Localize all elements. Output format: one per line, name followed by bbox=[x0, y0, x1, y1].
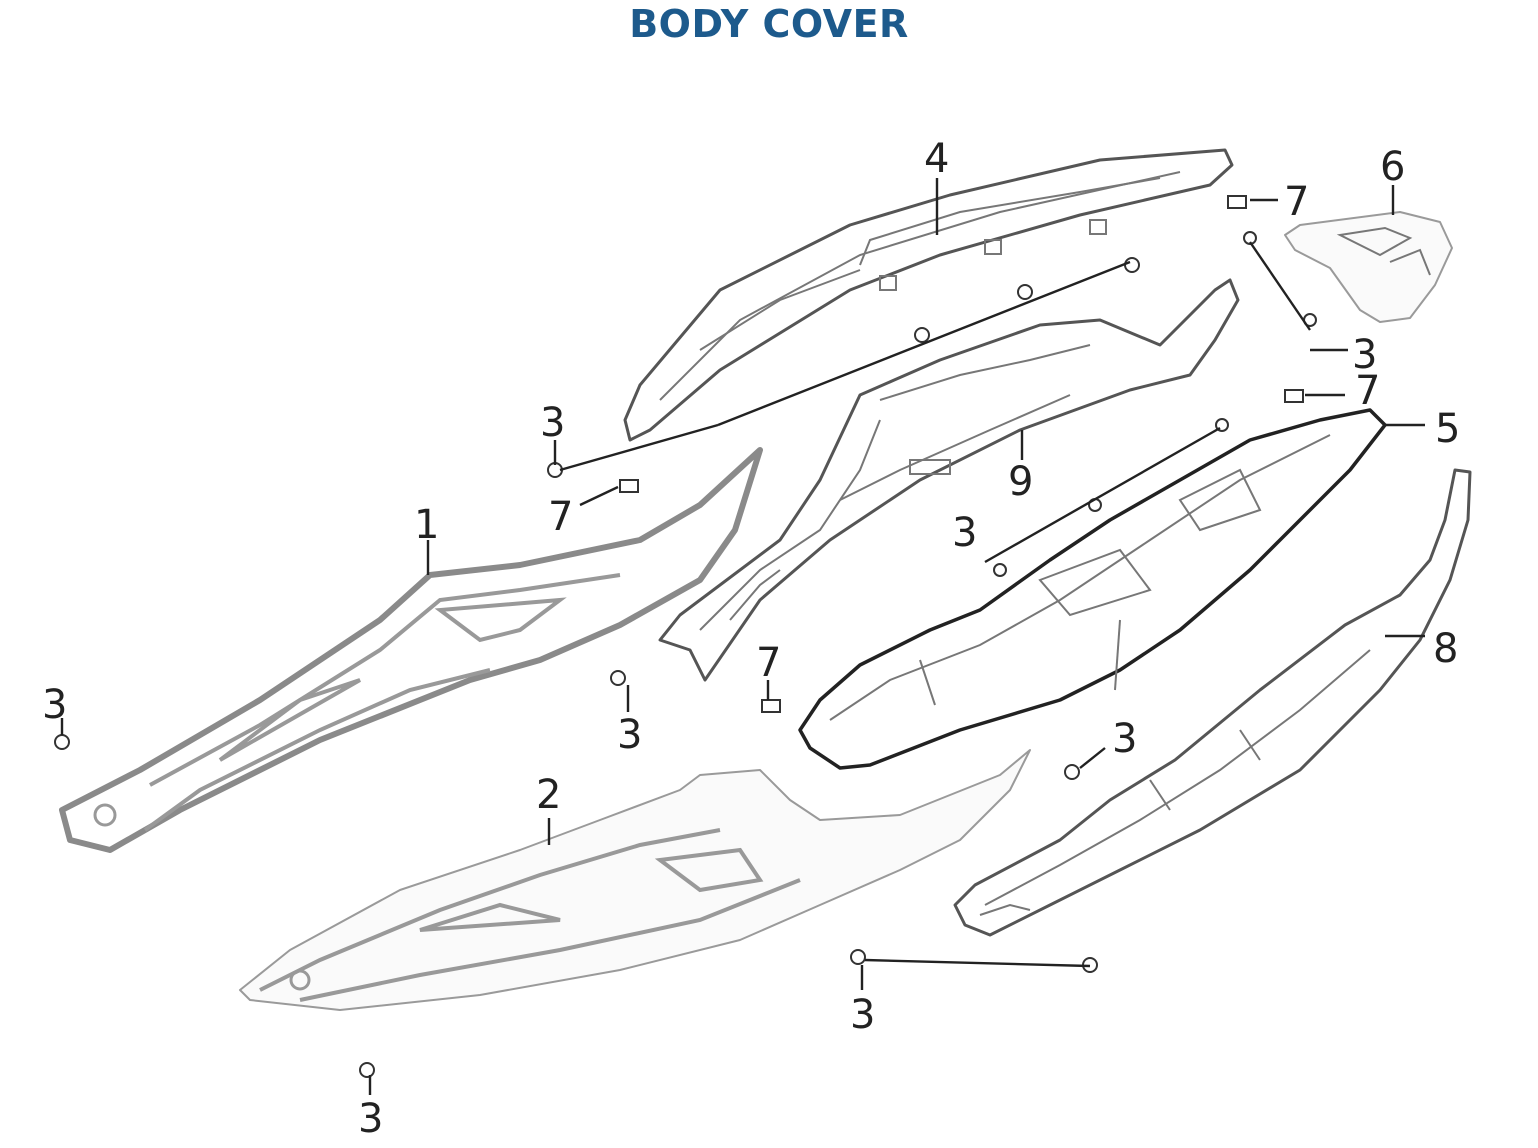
callout-1: 1 bbox=[414, 502, 439, 548]
screw-icon bbox=[547, 462, 563, 478]
callout-4: 4 bbox=[924, 136, 949, 182]
screw-icon bbox=[610, 670, 626, 686]
screw-icon bbox=[1064, 764, 1080, 780]
clip-icon bbox=[761, 699, 781, 713]
callout-3: 3 bbox=[617, 712, 642, 758]
clip-icon bbox=[1284, 389, 1304, 403]
callout-7: 7 bbox=[1355, 368, 1380, 414]
callout-3: 3 bbox=[540, 400, 565, 446]
part-8-side-cover[interactable] bbox=[953, 468, 1472, 937]
screw-icon bbox=[850, 949, 866, 965]
screw-icon bbox=[993, 563, 1007, 577]
callout-3: 3 bbox=[1352, 332, 1377, 378]
callout-3: 3 bbox=[358, 1096, 383, 1142]
part-6-rear-cover[interactable] bbox=[1284, 211, 1453, 323]
screw-icon bbox=[1124, 257, 1140, 273]
callout-7: 7 bbox=[1284, 179, 1309, 225]
clip-icon bbox=[619, 479, 639, 493]
leader-lines bbox=[60, 178, 1425, 1095]
part-9-inner-cover[interactable] bbox=[658, 278, 1240, 682]
callout-9: 9 bbox=[1008, 459, 1033, 505]
page-title: BODY COVER bbox=[629, 2, 909, 46]
callout-6: 6 bbox=[1380, 144, 1405, 190]
callout-3: 3 bbox=[42, 682, 67, 728]
part-2-lower-panel[interactable] bbox=[239, 749, 1031, 1011]
fasteners bbox=[54, 195, 1317, 1078]
callout-labels: 1 2 3 3 3 3 3 3 3 3 4 5 6 7 7 7 7 8 9 bbox=[42, 136, 1460, 1142]
callout-3: 3 bbox=[850, 992, 875, 1038]
part-1-left-panel[interactable] bbox=[59, 447, 763, 853]
callout-3: 3 bbox=[952, 510, 977, 556]
screw-icon bbox=[1017, 284, 1033, 300]
screw-icon bbox=[54, 734, 70, 750]
screw-icon bbox=[359, 1062, 375, 1078]
callout-7: 7 bbox=[756, 640, 781, 686]
callout-7: 7 bbox=[548, 494, 573, 540]
callout-5: 5 bbox=[1435, 406, 1460, 452]
callout-8: 8 bbox=[1433, 626, 1458, 672]
callout-3: 3 bbox=[1112, 716, 1137, 762]
clip-icon bbox=[1227, 195, 1247, 209]
screw-icon bbox=[914, 327, 930, 343]
callout-2: 2 bbox=[536, 772, 561, 818]
part-4-rail-cover[interactable] bbox=[623, 148, 1234, 442]
